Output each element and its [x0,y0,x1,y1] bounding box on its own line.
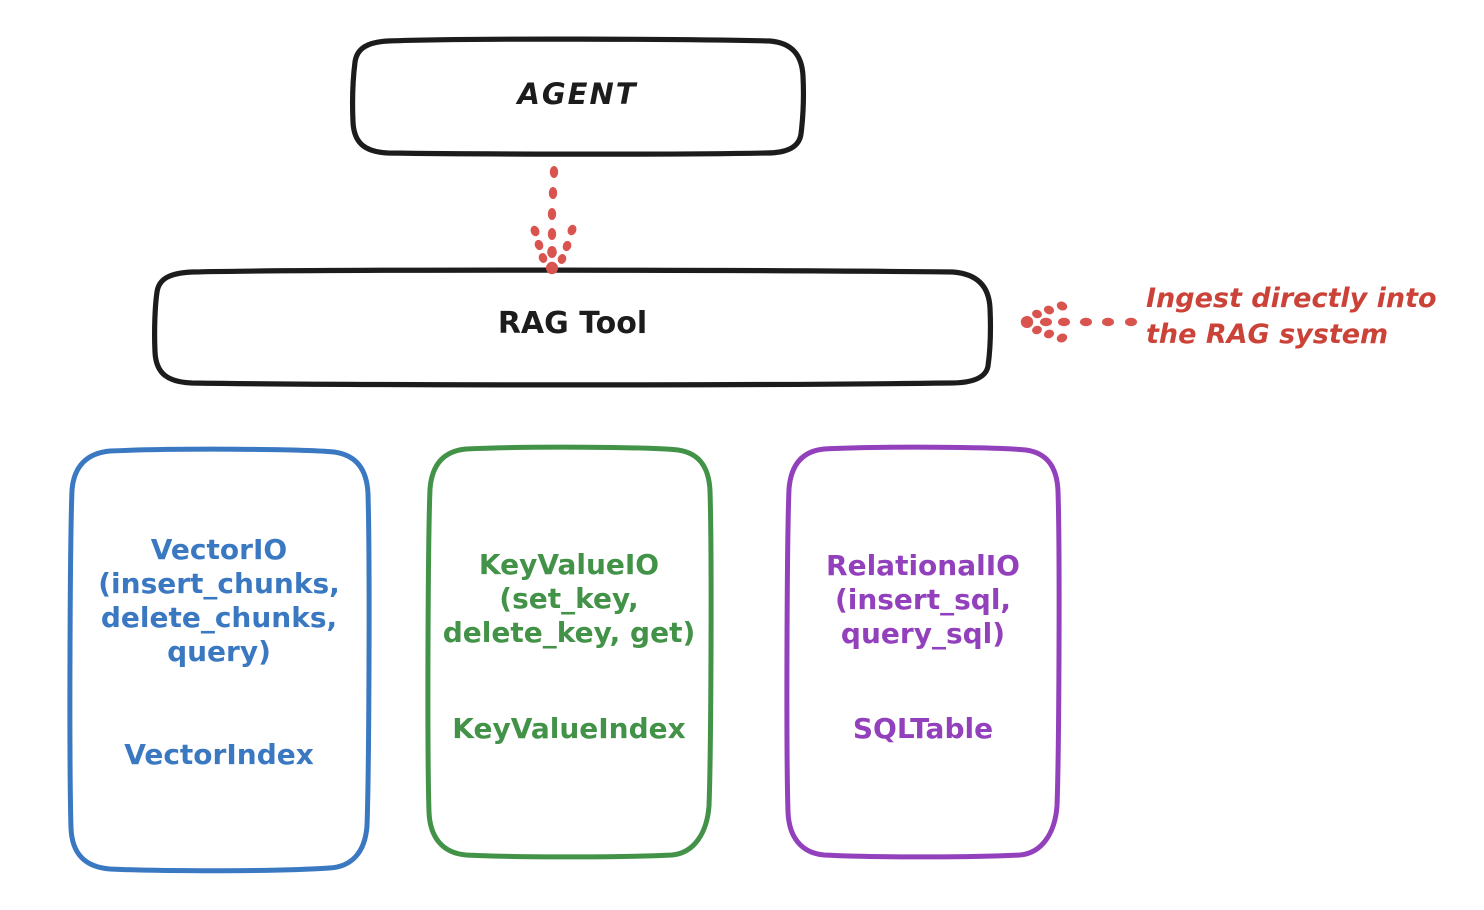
relational-io-node-shape[interactable] [784,444,1062,860]
connector-agent-to-rag-tool [530,166,577,275]
key-value-io-node-shape[interactable] [425,444,714,860]
rag-tool-node-shape[interactable] [152,267,993,388]
agent-node-shape[interactable] [350,36,806,157]
ingest-annotation-label: Ingest directly into the RAG system [1146,283,1437,351]
connector-note-to-rag-tool [1020,301,1137,343]
vector-io-node-shape[interactable] [67,446,372,874]
